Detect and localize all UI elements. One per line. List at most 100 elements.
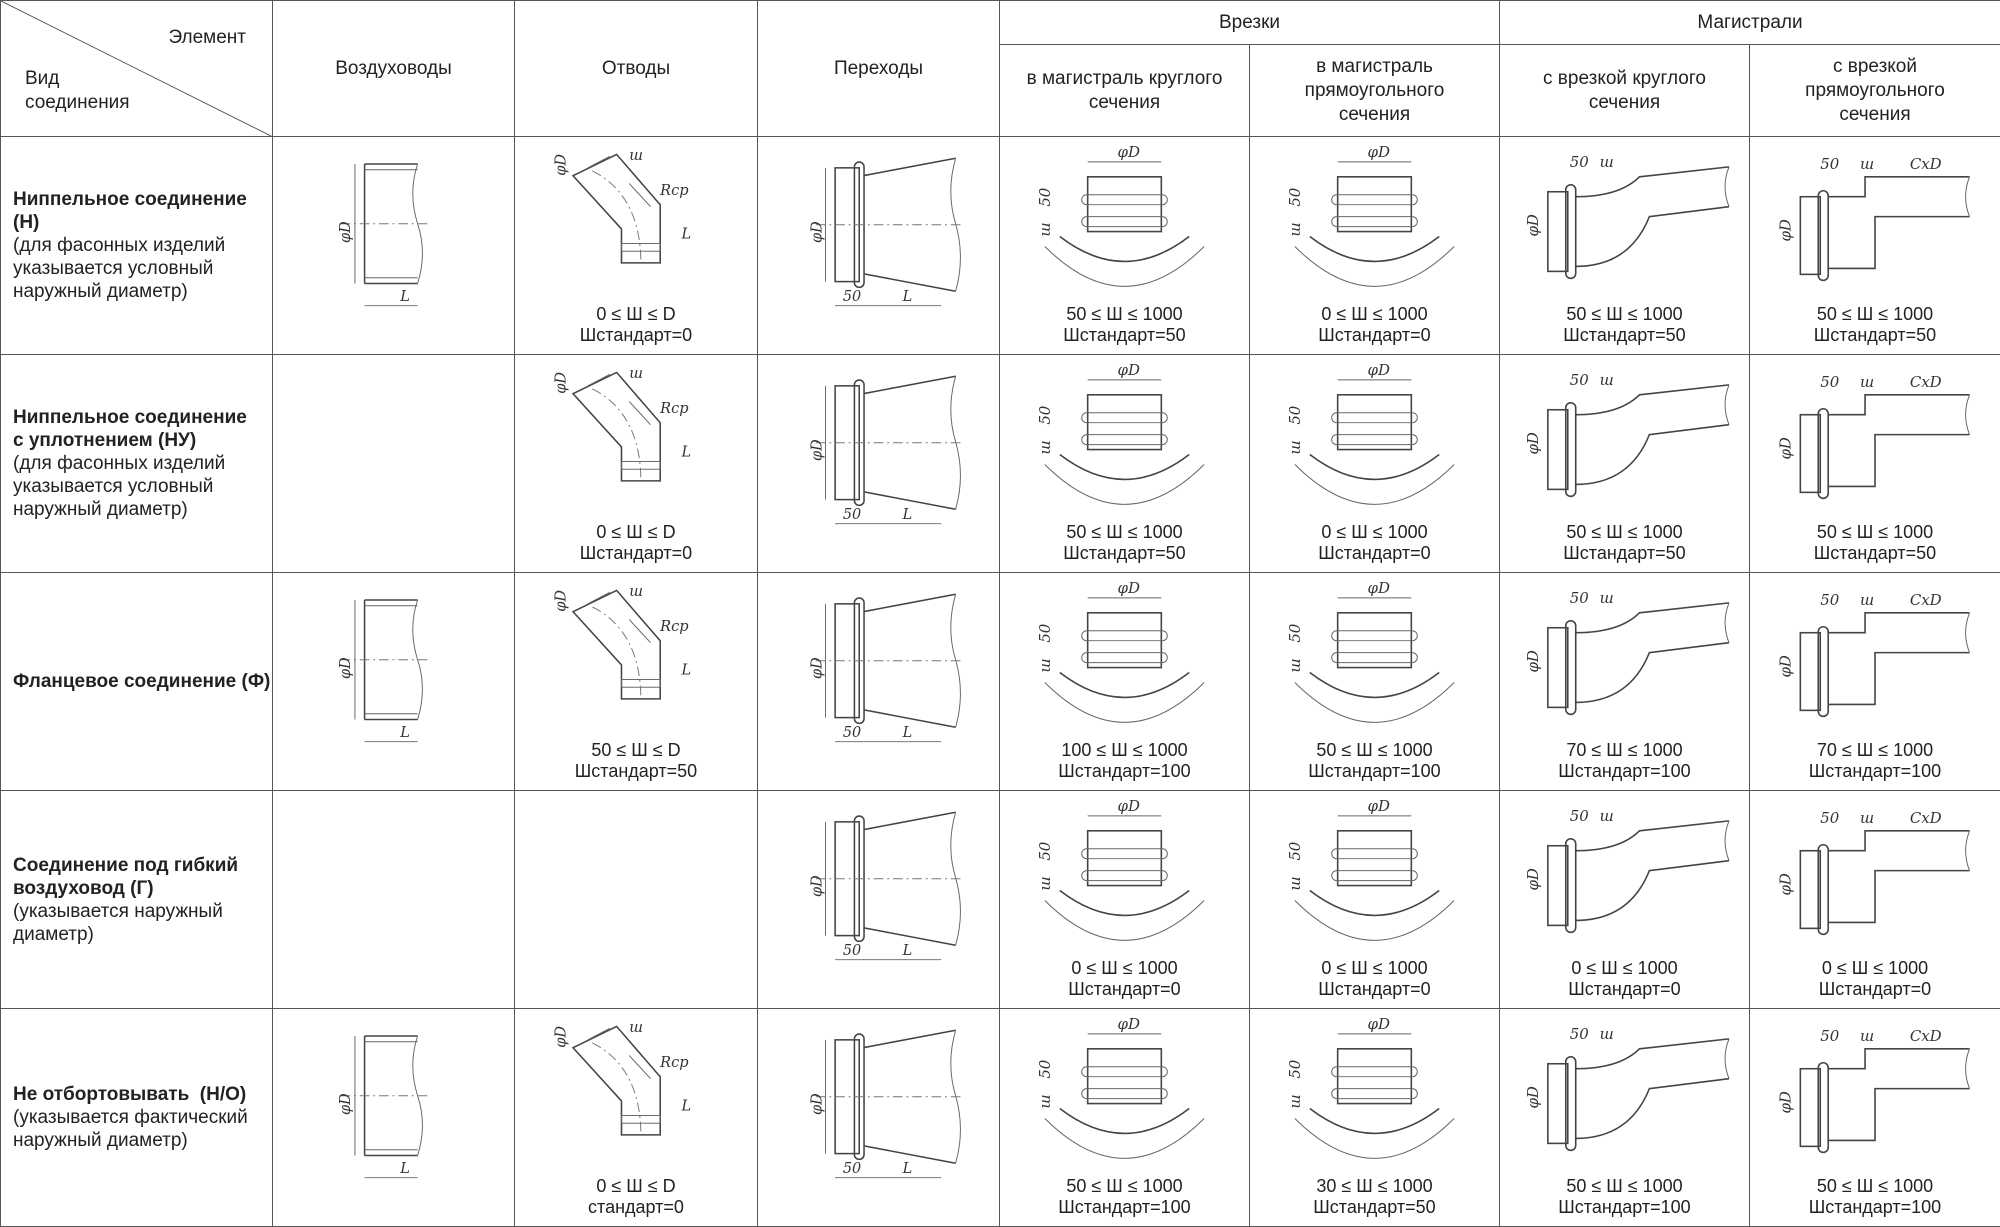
transition-technical-drawing: φD 50 L (810, 375, 961, 525)
svg-text:φD: φD (810, 221, 826, 243)
svg-text:φD: φD (338, 221, 354, 243)
svg-text:ш: ш (1860, 1027, 1874, 1045)
svg-text:φD: φD (1776, 219, 1794, 241)
svg-text:φD: φD (338, 1093, 354, 1115)
svg-text:CxD: CxD (1910, 591, 1942, 609)
svg-text:50: 50 (1286, 841, 1304, 860)
svg-text:φD: φD (553, 372, 569, 394)
svg-text:ш: ш (1286, 222, 1304, 236)
svg-text:L: L (902, 289, 913, 305)
svg-text:φD: φD (1524, 432, 1542, 454)
svg-text:50: 50 (1570, 371, 1589, 389)
svg-text:ш: ш (629, 148, 643, 164)
svg-text:50: 50 (1036, 187, 1054, 206)
svg-text:φD: φD (1368, 361, 1390, 379)
svg-text:φD: φD (810, 1093, 826, 1115)
svg-text:ш: ш (1860, 155, 1874, 173)
duct-empty-cell (272, 354, 515, 573)
row-title-line-1: Ниппельное соединение (13, 407, 247, 428)
svg-text:L: L (680, 445, 691, 461)
svg-text:φD: φD (1118, 1015, 1140, 1033)
group-header-tapins: Врезки (999, 0, 1500, 45)
svg-text:CxD: CxD (1910, 1027, 1942, 1045)
svg-text:50: 50 (843, 725, 861, 741)
svg-text:L: L (902, 725, 913, 741)
svg-text:ш: ш (629, 1020, 643, 1036)
svg-text:50: 50 (843, 1161, 861, 1177)
svg-text:φD: φD (1118, 143, 1140, 161)
row-label-nipple-sealed: Ниппельное соединение с уплотнением (НУ)… (0, 354, 273, 573)
svg-text:L: L (399, 725, 410, 741)
duct-empty-cell (272, 790, 515, 1009)
svg-text:φD: φD (1118, 361, 1140, 379)
svg-text:L: L (902, 507, 913, 523)
svg-text:ш: ш (1036, 658, 1054, 672)
row-title: Фланцевое соединение (Ф) (13, 671, 271, 692)
tapin-technical-drawing: φD 50ш (1286, 797, 1455, 941)
svg-text:50: 50 (1036, 841, 1054, 860)
svg-text:50: 50 (1820, 809, 1839, 827)
main-technical-drawing: 50 ш φD (1524, 371, 1730, 498)
svg-text:φD: φD (810, 439, 826, 461)
row-label-flexible: Соединение под гибкий воздуховод (Г) (ук… (0, 790, 273, 1009)
svg-text:φD: φD (338, 657, 354, 679)
svg-text:50: 50 (1286, 623, 1304, 642)
svg-text:ш: ш (1036, 1094, 1054, 1108)
svg-text:φD: φD (1118, 797, 1140, 815)
row-title: Не отбортовывать (Н/О) (13, 1084, 247, 1105)
duct-technical-drawing: φD L (338, 599, 428, 743)
svg-text:ш: ш (1600, 371, 1614, 389)
svg-text:Rcp: Rcp (659, 183, 688, 199)
svg-text:ш: ш (629, 584, 643, 600)
svg-text:Rcp: Rcp (659, 1055, 688, 1071)
row-title-line-1: Соединение под гибкий (13, 854, 239, 876)
svg-text:φD: φD (553, 1026, 569, 1048)
svg-text:Rcp: Rcp (659, 619, 688, 635)
sub-header-tapin-round: в магистраль круглого сечения (999, 44, 1250, 137)
svg-text:L: L (680, 663, 691, 679)
svg-text:CxD: CxD (1910, 373, 1942, 391)
duct-drawing-cell: φD L (272, 572, 515, 791)
svg-text:50: 50 (843, 507, 861, 523)
svg-text:ш: ш (1286, 876, 1304, 890)
tapin-technical-drawing: φD 50ш (1286, 143, 1455, 287)
bend-empty-cell (514, 790, 758, 1009)
col-header-bends: Отводы (514, 0, 758, 137)
svg-text:50: 50 (1570, 589, 1589, 607)
tapin-technical-drawing: φD 50ш (1286, 579, 1455, 723)
svg-text:50: 50 (1820, 1027, 1839, 1045)
svg-text:50: 50 (1820, 155, 1839, 173)
svg-text:ш: ш (1600, 589, 1614, 607)
svg-text:ш: ш (1286, 1094, 1304, 1108)
svg-text:L: L (399, 1161, 410, 1177)
svg-text:50: 50 (843, 943, 861, 959)
svg-text:ш: ш (1036, 222, 1054, 236)
svg-text:ш: ш (1600, 153, 1614, 171)
table-row-nipple: Ниппельное соединение (Н) (для фасонных … (0, 136, 2000, 355)
svg-text:ш: ш (1860, 373, 1874, 391)
